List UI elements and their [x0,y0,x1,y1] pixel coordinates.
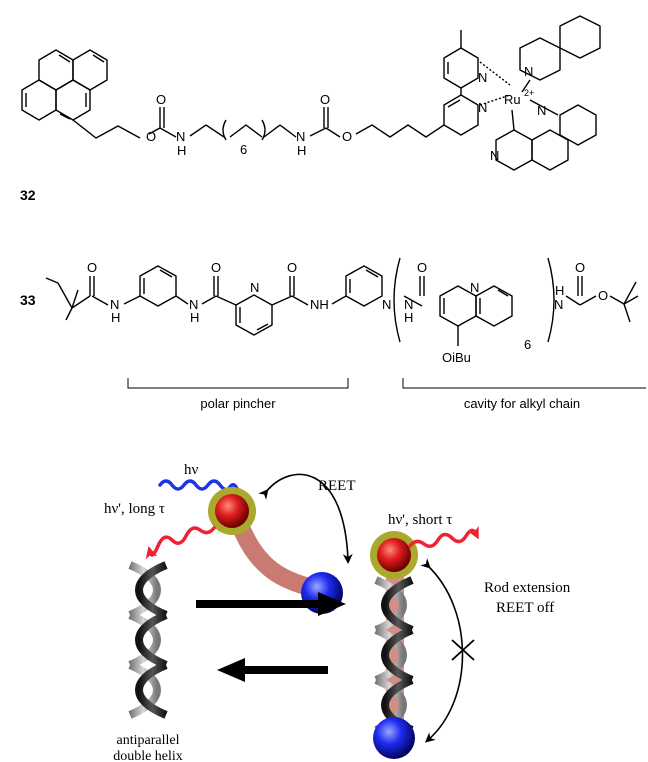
atom-n: N [490,148,499,163]
atom-n: N [110,297,119,312]
atom-o: O [342,129,352,144]
atom-nh: NH [310,297,329,312]
compound-33-labels: 33 O N H N H O N O NH N N H O N OiBu 6 N… [20,260,608,365]
atom-h: H [404,310,413,325]
atom-n: N [189,297,198,312]
polar-pincher-label: polar pincher [200,396,276,411]
compound-33-structure [45,257,639,346]
pyrene-group [21,49,108,121]
atom-o: O [146,129,156,144]
cavity-label: cavity for alkyl chain [464,396,580,411]
blue-quencher [373,717,415,759]
atom-h: H [111,310,120,325]
atom-n: N [296,129,305,144]
cavity-bracket [402,378,646,389]
reet-label: REET [318,478,356,494]
emission-short-label: hν', short τ [388,512,452,528]
atom-o: O [417,260,427,275]
incoming-light-wave [158,479,248,500]
atom-o: O [287,260,297,275]
emission-long-label: hν', long τ [104,501,165,517]
compound-32-structure [21,15,601,171]
atom-h: H [190,310,199,325]
atom-n: N [524,64,533,79]
compound-number-33: 33 [20,292,36,308]
emission-wave-long [145,526,216,560]
red-chromophore [377,538,411,572]
reet-arrow [258,473,353,564]
atom-o: O [320,92,330,107]
atom-o: O [598,288,608,303]
substituent-oibu: OiBu [442,350,471,365]
blocked-reet-arrow [420,558,464,743]
atom-o: O [87,260,97,275]
atom-o: O [575,260,585,275]
atom-n: N [250,280,259,295]
atom-h: H [555,283,564,298]
metal-charge: 2+ [524,88,534,98]
repeat-count: 6 [524,337,531,352]
atom-o: O [156,92,166,107]
region-brackets [127,378,646,389]
atom-h: H [177,143,186,158]
compound-32-labels: O O N H 6 N H O O N N N N N Ru 2+ 32 [20,64,546,203]
atom-n: N [478,70,487,85]
helix-caption-line1: antiparallel [117,733,180,748]
hv-in-label: hν [184,462,199,478]
atom-n: N [478,100,487,115]
reet-off-label: REET off [496,600,554,616]
atom-n: N [404,297,413,312]
scheme: hν REET hν', long τ antiparallel double … [104,462,571,762]
helix-caption-line2: double helix [113,749,183,762]
atom-n: N [537,103,546,118]
equilibrium-arrows [196,592,346,682]
compound-number-32: 32 [20,187,36,203]
double-helix-left [128,561,168,719]
atom-n: N [554,297,563,312]
atom-o: O [211,260,221,275]
red-chromophore [215,494,249,528]
polar-pincher-bracket [127,378,349,389]
atom-n: N [382,297,391,312]
atom-h: H [297,143,306,158]
metal-ru: Ru [504,92,521,107]
repeat-count: 6 [240,142,247,157]
atom-n: N [470,280,479,295]
rod-extension-label: Rod extension [484,580,571,596]
blocked-cross-icon [451,639,475,661]
atom-n: N [176,129,185,144]
emission-wave-short [408,525,479,548]
flexible-linker [231,516,321,597]
